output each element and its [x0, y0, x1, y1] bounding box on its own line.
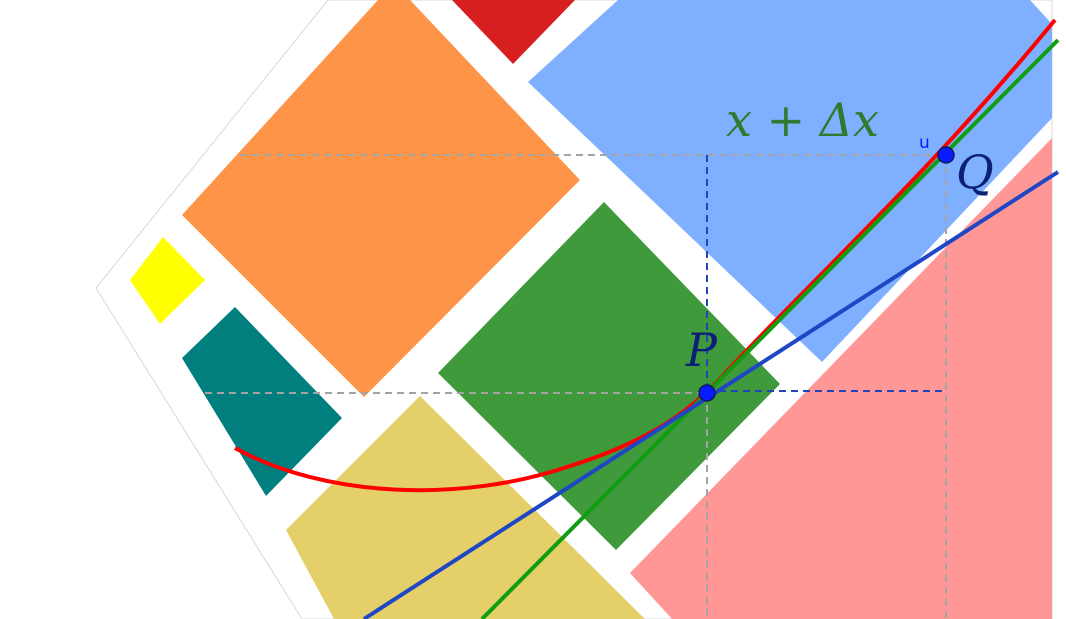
point-q	[937, 146, 955, 164]
label-x-plus-delta-x: x + Δx	[726, 93, 879, 147]
blue-tile	[528, 0, 1052, 362]
yellow-tile	[130, 237, 205, 324]
point-p	[698, 384, 716, 402]
green-tile	[438, 202, 780, 550]
green-secant-line	[480, 38, 1060, 619]
label-p: P	[685, 323, 718, 377]
orange-tile	[182, 0, 580, 397]
teal-tile	[182, 307, 342, 496]
red-tile	[452, 0, 575, 64]
gold-tile	[286, 396, 645, 619]
pink-tile	[630, 138, 1052, 619]
label-q: Q	[956, 145, 994, 199]
tiny-mark-label: u	[919, 133, 930, 153]
